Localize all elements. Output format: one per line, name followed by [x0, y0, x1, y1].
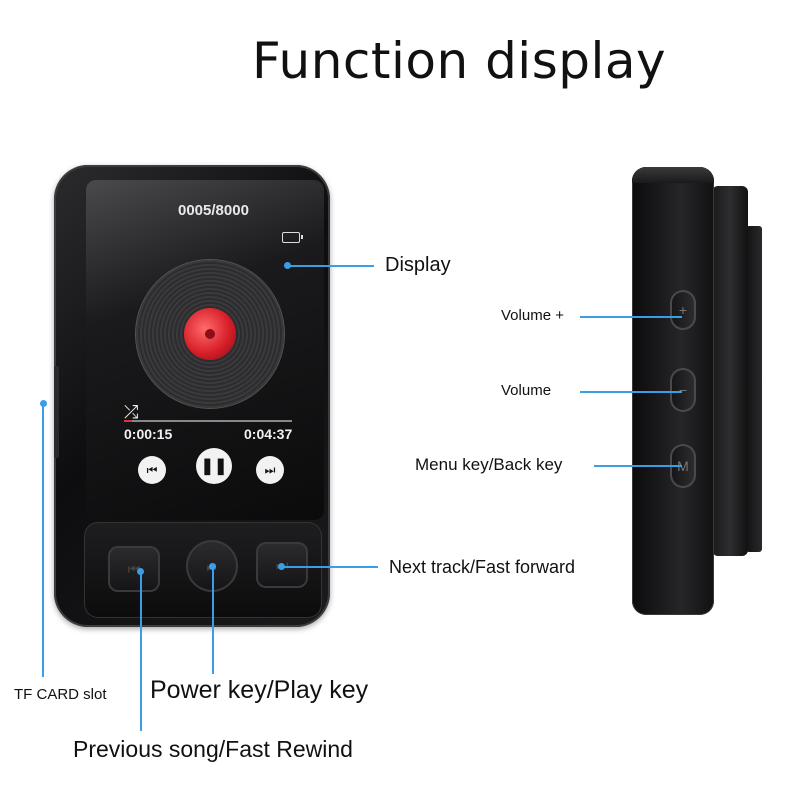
progress-fill	[124, 420, 133, 422]
previous-song-label: Previous song/Fast Rewind	[73, 736, 353, 762]
power-key-label: Power key/Play key	[150, 676, 369, 704]
shuffle-icon: ⤮	[124, 402, 139, 422]
volume-minus-label: Volume	[501, 382, 552, 399]
clip-bar	[746, 226, 762, 552]
menu-callout-line	[594, 465, 682, 467]
tf-callout-dot	[40, 400, 47, 407]
belt-clip	[712, 186, 748, 556]
tf-card-label: TF CARD slot	[14, 686, 107, 703]
display-callout-dot	[284, 262, 291, 269]
power-callout-line	[212, 566, 214, 674]
battery-icon	[282, 232, 303, 243]
player-screen: 0005/8000 ⤮ 0:00:15 0:04:37 ⏮ ❚❚ ⏭	[86, 180, 324, 520]
screen-prev-icon: ⏮	[138, 456, 166, 484]
player-side-top	[632, 167, 714, 183]
menu-key-label: Menu key/Back key	[415, 455, 563, 474]
next-callout-dot	[278, 563, 285, 570]
page-title: Function display	[252, 32, 667, 90]
volume-plus-label: Volume +	[501, 307, 564, 324]
display-callout-line	[288, 265, 374, 267]
vinyl-disc-icon	[136, 260, 284, 408]
total-time: 0:04:37	[244, 426, 293, 442]
volume-plus-callout-line	[580, 316, 682, 318]
previous-callout-line	[140, 571, 142, 731]
progress-bar	[124, 420, 292, 422]
menu-back-button[interactable]: M	[670, 444, 696, 488]
disc-label	[184, 308, 236, 360]
screen-next-icon: ⏭	[256, 456, 284, 484]
volume-minus-callout-line	[580, 391, 682, 393]
previous-button[interactable]: ⏮	[108, 546, 160, 592]
tf-callout-line	[42, 403, 44, 677]
next-callout-line	[282, 566, 378, 568]
display-label: Display	[385, 254, 451, 276]
elapsed-time: 0:00:15	[124, 426, 173, 442]
next-track-label: Next track/Fast forward	[389, 557, 576, 577]
track-counter: 0005/8000	[178, 202, 249, 219]
volume-up-button[interactable]: +	[670, 290, 696, 330]
tf-card-slot	[54, 366, 59, 458]
volume-down-button[interactable]: −	[670, 368, 696, 412]
screen-pause-icon: ❚❚	[196, 448, 232, 484]
